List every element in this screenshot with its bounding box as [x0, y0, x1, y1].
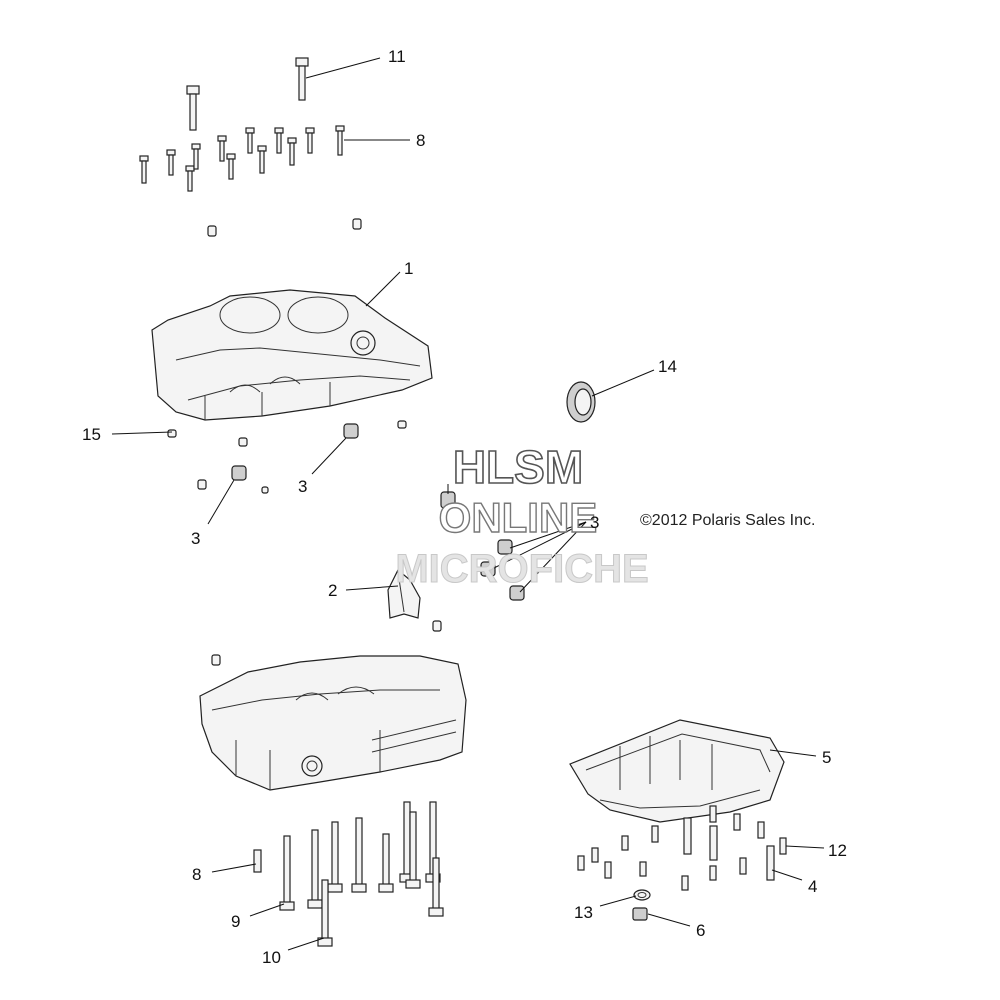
- callout-11: 11: [388, 47, 406, 66]
- callout-8: 8: [192, 865, 201, 884]
- upper-bolt-set: [139, 57, 362, 237]
- callout-12: 12: [828, 841, 847, 860]
- callout-13: 13: [574, 903, 593, 922]
- watermark-line-2: ONLINE: [439, 494, 598, 541]
- callout-labels: 1 2 3 3 3 4 5 6 8 8 9 10 11 12 13 14 15: [82, 47, 847, 967]
- oil-pan-bolts: [577, 805, 787, 891]
- lower-crankcase: [199, 655, 467, 791]
- callout-14: 14: [658, 357, 677, 376]
- oil-seal: [566, 381, 596, 423]
- callout-4: 4: [808, 877, 817, 896]
- watermark-line-1: HLSM: [453, 441, 583, 493]
- callout-6: 6: [696, 921, 705, 940]
- short-bolts-upper: [139, 125, 345, 192]
- dowels-middle: [167, 420, 442, 666]
- callout-3: 3: [590, 513, 599, 532]
- watermark-line-3: MICROFICHE: [395, 547, 648, 591]
- dowel-pins-upper: [207, 218, 362, 237]
- callout-1: 1: [404, 259, 413, 278]
- callout-3: 3: [298, 477, 307, 496]
- guide-bracket: [387, 569, 421, 619]
- lower-bolt-set: [253, 801, 444, 947]
- callout-3: 3: [191, 529, 200, 548]
- copyright-notice: ©2012 Polaris Sales Inc.: [640, 512, 815, 529]
- long-bolt-upper: [186, 85, 200, 131]
- callout-8: 8: [416, 131, 425, 150]
- callout-10: 10: [262, 948, 281, 967]
- callout-15: 15: [82, 425, 101, 444]
- bushings: [231, 423, 525, 601]
- callout-5: 5: [822, 748, 831, 767]
- upper-crankcase: [151, 289, 433, 421]
- leader-lines: [111, 57, 825, 951]
- bolt-11: [295, 57, 309, 101]
- oil-pan: [569, 719, 785, 823]
- callout-2: 2: [328, 581, 337, 600]
- callout-9: 9: [231, 912, 240, 931]
- drain-plug-and-washer: [632, 889, 651, 921]
- watermark: HLSM ONLINE MICROFICHE: [395, 440, 649, 591]
